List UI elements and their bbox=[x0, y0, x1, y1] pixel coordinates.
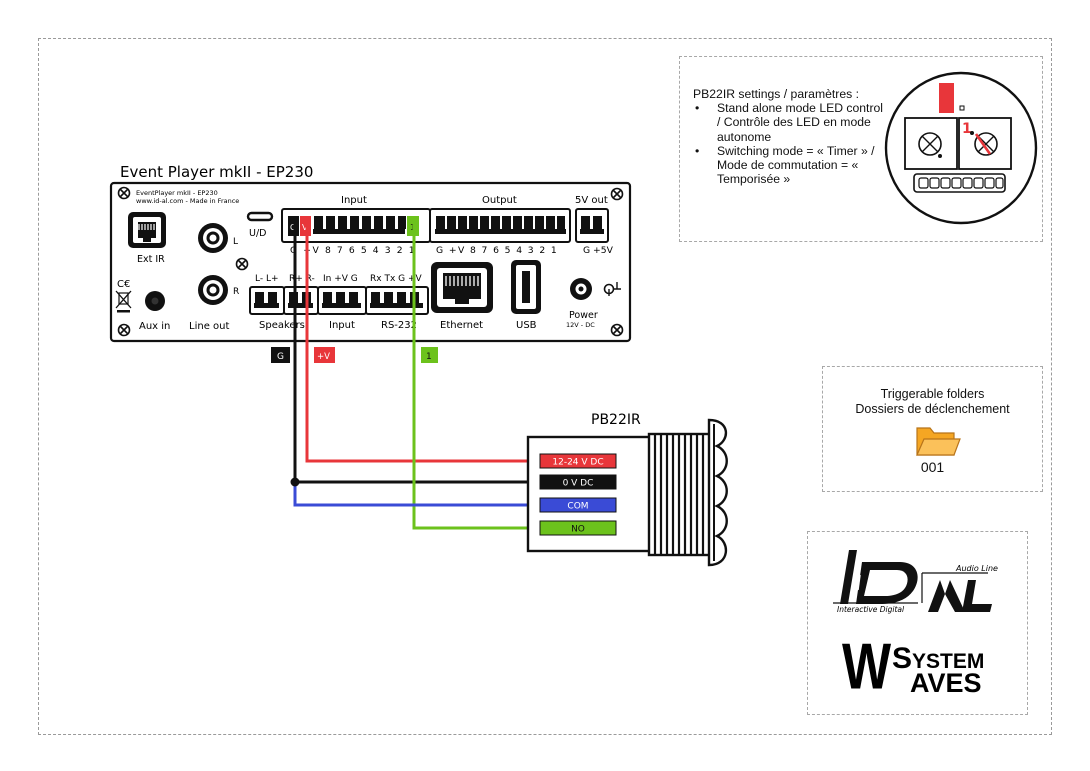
power-spec-label: 12V - DC bbox=[566, 321, 595, 329]
pb22ir-label-no: NO bbox=[571, 525, 585, 535]
idal-line1: Audio Line bbox=[955, 564, 998, 573]
ethernet-port bbox=[431, 262, 493, 313]
pb22ir-terminal-positive bbox=[539, 453, 617, 469]
input-header-label: Input bbox=[341, 195, 367, 206]
settings-list: Stand alone mode LED control / Contrôle … bbox=[693, 101, 883, 186]
screw-icon bbox=[117, 323, 131, 337]
settings-panel bbox=[679, 56, 1043, 242]
junction-dot bbox=[290, 477, 300, 487]
ws-w: W bbox=[842, 631, 891, 703]
folders-title-en: Triggerable folders bbox=[880, 387, 985, 401]
wire-com bbox=[293, 482, 533, 507]
input-terminal-block: G V 1 bbox=[281, 208, 431, 243]
logo-panel bbox=[807, 531, 1028, 715]
ext-ir-port bbox=[128, 212, 166, 248]
output-terminal-block bbox=[429, 208, 571, 243]
wire-tag-g-label: G bbox=[277, 352, 284, 362]
screw-icon bbox=[235, 257, 249, 271]
speakers-label: Speakers bbox=[259, 320, 305, 331]
idal-line2: Interactive Digital bbox=[837, 605, 905, 614]
wire-tag-v bbox=[314, 347, 335, 363]
pin-v: V bbox=[302, 223, 308, 232]
pb22ir-terminal-ground bbox=[539, 474, 617, 490]
line-out-right-jack bbox=[198, 275, 228, 305]
screw-icon bbox=[610, 187, 624, 201]
brand-line-1: EventPlayer mkII - EP230 bbox=[136, 189, 218, 197]
pin-g: G bbox=[290, 223, 296, 232]
polarity-icon bbox=[603, 282, 621, 296]
weee-icon bbox=[115, 290, 132, 313]
wave-systems-logo: W S YSTEM AVES bbox=[842, 631, 984, 703]
device-panel bbox=[109, 181, 632, 343]
line-out-label: Line out bbox=[189, 321, 229, 332]
page-frame bbox=[38, 38, 1052, 735]
dip-number: 1 bbox=[962, 121, 972, 137]
input-pins-label: G +V 8 7 6 5 4 3 2 1 bbox=[290, 245, 416, 256]
wire-signal bbox=[412, 223, 533, 530]
ws-ystem: YSTEM bbox=[912, 650, 984, 673]
pb22ir-label-positive: 12-24 V DC bbox=[552, 458, 603, 468]
pb22ir-label-ground: 0 V DC bbox=[563, 479, 594, 489]
screw-icon bbox=[117, 186, 131, 200]
wire-tag-g bbox=[271, 347, 290, 363]
ud-switch bbox=[246, 211, 274, 222]
pb22ir-terminal-no bbox=[539, 520, 617, 536]
input-small-pins-label: In +V G bbox=[323, 274, 358, 284]
pb22ir-button-drawing bbox=[526, 418, 728, 567]
pb22ir-label-com: COM bbox=[567, 502, 588, 512]
brand-line-2: www.id-al.com - Made in France bbox=[136, 197, 239, 205]
aux-in-label: Aux in bbox=[139, 321, 170, 332]
rs232-label: RS-232 bbox=[381, 320, 417, 331]
settings-bullet-2: Switching mode = « Timer » / Mode de com… bbox=[695, 144, 883, 187]
idal-logo: Audio Line Interactive Digital bbox=[833, 550, 998, 614]
settings-text: PB22IR settings / paramètres : Stand alo… bbox=[693, 87, 883, 186]
dip-switch-circle: 1 bbox=[884, 71, 1038, 225]
five-v-header-label: 5V out bbox=[575, 195, 608, 206]
ws-s: S bbox=[892, 642, 912, 675]
folders-title: Triggerable folders Dossiers de déclench… bbox=[822, 387, 1043, 416]
ethernet-label: Ethernet bbox=[440, 320, 483, 331]
channel-r-label: R bbox=[233, 287, 239, 297]
folders-title-fr: Dossiers de déclenchement bbox=[855, 401, 1010, 416]
ce-mark-icon: C€ bbox=[117, 279, 130, 290]
folder-icon bbox=[916, 427, 961, 456]
folder-name[interactable]: 001 bbox=[920, 459, 945, 475]
pb22ir-title: PB22IR bbox=[591, 412, 641, 428]
input-small-label: Input bbox=[329, 320, 355, 331]
ws-aves: AVES bbox=[910, 668, 982, 698]
ud-label: U/D bbox=[249, 228, 266, 239]
line-out-left-jack bbox=[198, 223, 228, 253]
five-v-terminal-block bbox=[575, 208, 609, 243]
power-jack bbox=[570, 278, 592, 300]
rs232-pins-label: Rx Tx G +V bbox=[370, 274, 423, 284]
device-title: Event Player mkII - EP230 bbox=[120, 163, 313, 181]
screw-icon bbox=[610, 323, 624, 337]
settings-heading: PB22IR settings / paramètres : bbox=[693, 87, 859, 101]
settings-bullet-1: Stand alone mode LED control / Contrôle … bbox=[695, 101, 883, 144]
channel-l-label: L bbox=[233, 237, 238, 247]
lower-terminal-blocks bbox=[249, 286, 429, 315]
wire-tag-1 bbox=[421, 347, 438, 363]
power-label: Power bbox=[569, 310, 598, 321]
usb-label: USB bbox=[516, 320, 537, 331]
wire-tag-v-label: +V bbox=[317, 352, 330, 362]
usb-port bbox=[511, 260, 541, 314]
wire-tag-1-label: 1 bbox=[426, 352, 432, 362]
five-v-pins-label: G +5V bbox=[583, 245, 614, 256]
pb22ir-terminal-com bbox=[539, 497, 617, 513]
ext-ir-label: Ext IR bbox=[137, 254, 165, 265]
folders-panel bbox=[822, 366, 1043, 492]
output-header-label: Output bbox=[482, 195, 517, 206]
wire-positive bbox=[305, 223, 533, 463]
output-pins-label: G +V 8 7 6 5 4 3 2 1 bbox=[436, 245, 558, 256]
speaker-pins-label: L- L+ bbox=[255, 274, 279, 284]
speaker-pins-right-label: R+ R- bbox=[289, 274, 315, 284]
